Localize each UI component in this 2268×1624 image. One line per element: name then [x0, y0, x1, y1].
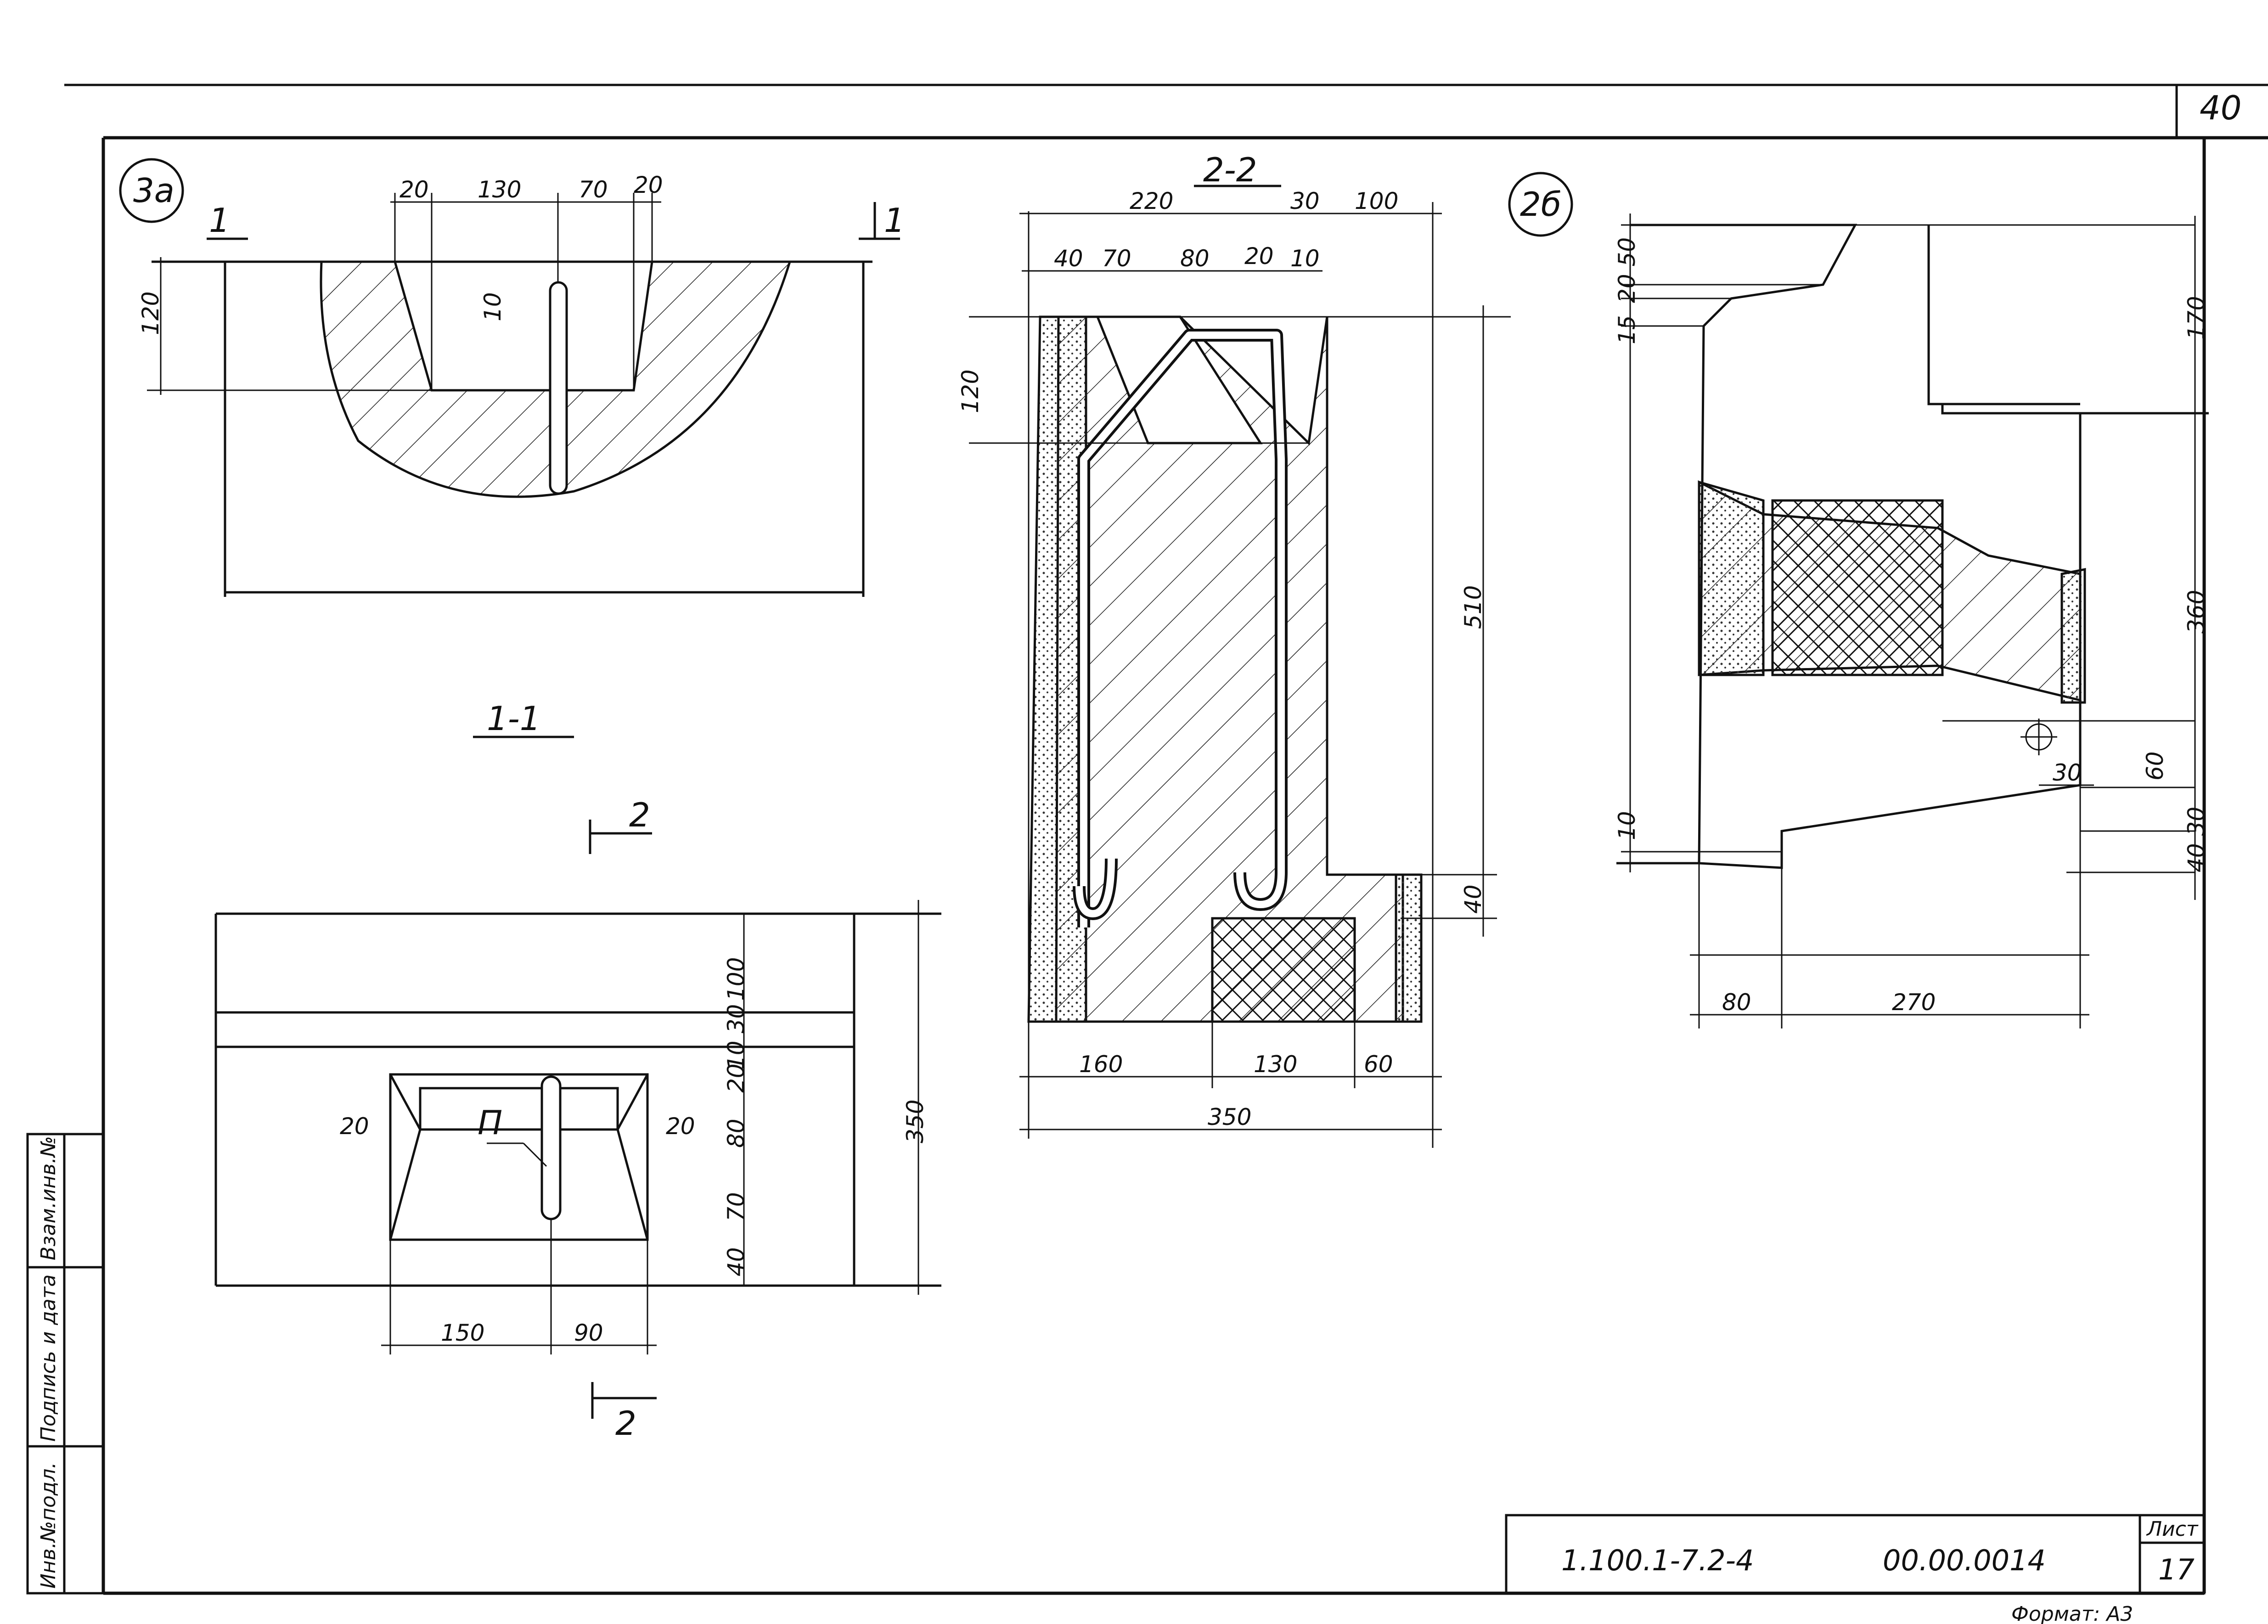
stamp-inv-label: Инв.№подл. — [37, 1462, 60, 1589]
dim-22-40: 40 — [1054, 245, 1083, 272]
dim-22-510: 510 — [1460, 585, 1486, 629]
side-stamp — [26, 1133, 105, 1595]
dim-2b-270: 270 — [1892, 989, 1936, 1016]
drawing-designation: 1.100.1-7.2-4 — [1561, 1544, 1754, 1577]
title-block — [1505, 1514, 2206, 1595]
dim-plan-80: 80 — [723, 1118, 749, 1148]
dim-22-30: 30 — [1290, 188, 1320, 214]
dim-22-350: 350 — [1208, 1104, 1251, 1130]
sheet-corner-number: 40 — [2200, 89, 2242, 127]
detail-3a-top — [119, 158, 900, 597]
cut-2-top-mark — [589, 820, 652, 854]
dim-2b-30: 30 — [2053, 759, 2082, 786]
dim-plan-100: 100 — [723, 957, 749, 1001]
cut-2-bottom: 2 — [615, 1404, 636, 1443]
dim-2b-80: 80 — [1722, 989, 1751, 1016]
sheet-label: Лист — [2146, 1517, 2199, 1541]
dim-1-20b: 20 — [634, 172, 663, 198]
drawing-code: 00.00.0014 — [1883, 1544, 2046, 1577]
node-3a-label: 3а — [133, 171, 174, 210]
dim-22-40r: 40 — [1460, 884, 1486, 914]
cut-2-top: 2 — [629, 796, 650, 834]
dim-2b-20-50: 20 50 — [1614, 237, 1640, 303]
node-callout-3a — [119, 158, 184, 223]
dim-1-70: 70 — [579, 176, 608, 203]
dim-1-20a: 20 — [400, 176, 429, 203]
dim-2b-10: 10 — [1614, 811, 1640, 840]
dim-1-120: 120 — [137, 292, 164, 335]
dim-plan-90: 90 — [574, 1320, 603, 1346]
dim-plan-40: 40 — [723, 1247, 749, 1276]
dim-2b-360: 360 — [2183, 590, 2210, 634]
section-1-1-title: 1-1 — [487, 699, 541, 738]
detail-2b — [1508, 172, 2209, 1028]
dim-plan-left-20: 20 — [340, 1113, 369, 1140]
dim-plan-right-20: 20 — [666, 1113, 695, 1140]
stamp-signature-label: Подпись и дата — [37, 1275, 60, 1442]
dim-plan-150: 150 — [441, 1320, 484, 1346]
rebar-mark: П — [478, 1103, 502, 1142]
dim-22-160: 160 — [1079, 1051, 1123, 1078]
dim-22-130: 130 — [1254, 1051, 1297, 1078]
dim-plan-20: 20 — [723, 1063, 749, 1093]
dim-plan-70: 70 — [723, 1192, 749, 1221]
dim-1-10: 10 — [479, 292, 506, 321]
dim-plan-350: 350 — [902, 1100, 929, 1143]
dim-22-20: 20 — [1244, 243, 1274, 270]
section-2-2-title: 2-2 — [1203, 151, 1257, 189]
dim-2b-170: 170 — [2183, 296, 2210, 340]
dim-2b-15: 15 — [1614, 315, 1640, 344]
dim-plan-10-30: 10 30 — [723, 1004, 749, 1070]
dim-22-220: 220 — [1130, 188, 1173, 214]
cut-1-right: 1 — [884, 201, 905, 240]
sheet-number: 17 — [2158, 1553, 2195, 1586]
cut-2-bottom-mark — [591, 1382, 657, 1419]
dim-22-100: 100 — [1355, 188, 1398, 214]
cut-1-left: 1 — [209, 201, 230, 240]
dim-22-120: 120 — [957, 370, 984, 413]
node-callout-2b — [1508, 172, 1573, 237]
dim-22-70: 70 — [1102, 245, 1131, 272]
dim-2b-60: 60 — [2142, 751, 2168, 781]
dim-22-80: 80 — [1180, 245, 1210, 272]
dim-1-130: 130 — [478, 176, 521, 203]
plan-view-1-1 — [214, 900, 941, 1354]
stamp-replace-label: Взам.инв.№ — [37, 1136, 60, 1260]
section-2-2 — [969, 202, 1511, 1148]
node-2b-label: 2б — [1520, 185, 1561, 224]
dim-22-60: 60 — [1364, 1051, 1393, 1078]
dim-2b-40-30: 40 30 — [2183, 807, 2210, 872]
dim-22-10: 10 — [1290, 245, 1320, 272]
format-note: Формат: А3 — [2011, 1602, 2133, 1624]
